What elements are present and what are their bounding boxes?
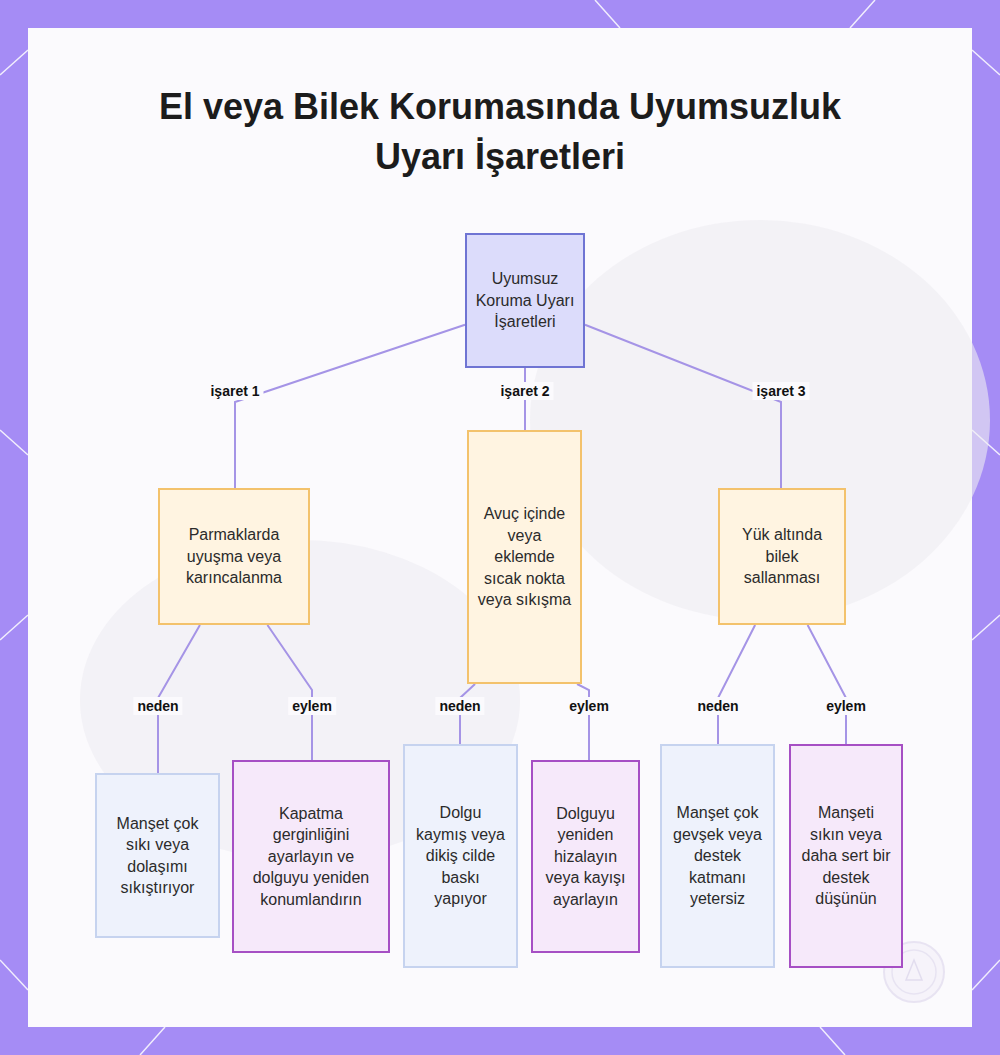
action-box: Dolguyu yeniden hizalayın veya kayışı ay… — [531, 760, 640, 953]
edge-label: eylem — [565, 697, 613, 715]
node-text: Avuç içinde veya eklemde sıcak nokta vey… — [477, 503, 572, 611]
node-text: Yük altında bilek sallanması — [728, 524, 836, 589]
connector-line — [577, 684, 589, 760]
edge-label: işaret 3 — [752, 382, 809, 400]
root-box: Uyumsuz Koruma Uyarı İşaretleri — [465, 233, 585, 368]
node-text: Dolguyu yeniden hizalayın veya kayışı ay… — [541, 803, 630, 911]
sign-box: Parmaklarda uyuşma veya karıncalanma — [158, 488, 310, 625]
edge-label: işaret 1 — [206, 382, 263, 400]
cause-box: Dolgu kaymış veya dikiş cilde baskı yapı… — [403, 744, 518, 968]
node-text: Kapatma gerginliğini ayarlayın ve dolguy… — [242, 803, 380, 911]
cause-box: Manşet çok sıkı veya dolaşımı sıkıştırıy… — [95, 773, 220, 938]
sign-box: Avuç içinde veya eklemde sıcak nokta vey… — [467, 430, 582, 684]
connector-line — [808, 625, 846, 744]
edge-label: işaret 2 — [496, 382, 553, 400]
node-text: Dolgu kaymış veya dikiş cilde baskı yapı… — [413, 802, 508, 910]
connector-line — [235, 325, 465, 488]
edge-label: neden — [133, 697, 182, 715]
node-text: Manşeti sıkın veya daha sert bir destek … — [799, 802, 893, 910]
connector-line — [718, 625, 755, 744]
action-box: Kapatma gerginliğini ayarlayın ve dolguy… — [232, 760, 390, 953]
content-panel — [28, 28, 972, 1027]
action-box: Manşeti sıkın veya daha sert bir destek … — [789, 744, 903, 968]
edge-label: eylem — [288, 697, 336, 715]
connector-line — [585, 325, 781, 488]
connector-line — [267, 625, 312, 760]
cause-box: Manşet çok gevşek veya destek katmanı ye… — [660, 744, 775, 968]
edge-label: neden — [435, 697, 484, 715]
diagram-title: El veya Bilek Korumasında Uyumsuzluk Uya… — [110, 82, 890, 182]
node-text: Uyumsuz Koruma Uyarı İşaretleri — [475, 268, 575, 333]
sign-box: Yük altında bilek sallanması — [718, 488, 846, 625]
node-text: Parmaklarda uyuşma veya karıncalanma — [168, 524, 300, 589]
edge-label: eylem — [822, 697, 870, 715]
node-text: Manşet çok gevşek veya destek katmanı ye… — [670, 802, 765, 910]
node-text: Manşet çok sıkı veya dolaşımı sıkıştırıy… — [105, 813, 210, 899]
edge-label: neden — [693, 697, 742, 715]
